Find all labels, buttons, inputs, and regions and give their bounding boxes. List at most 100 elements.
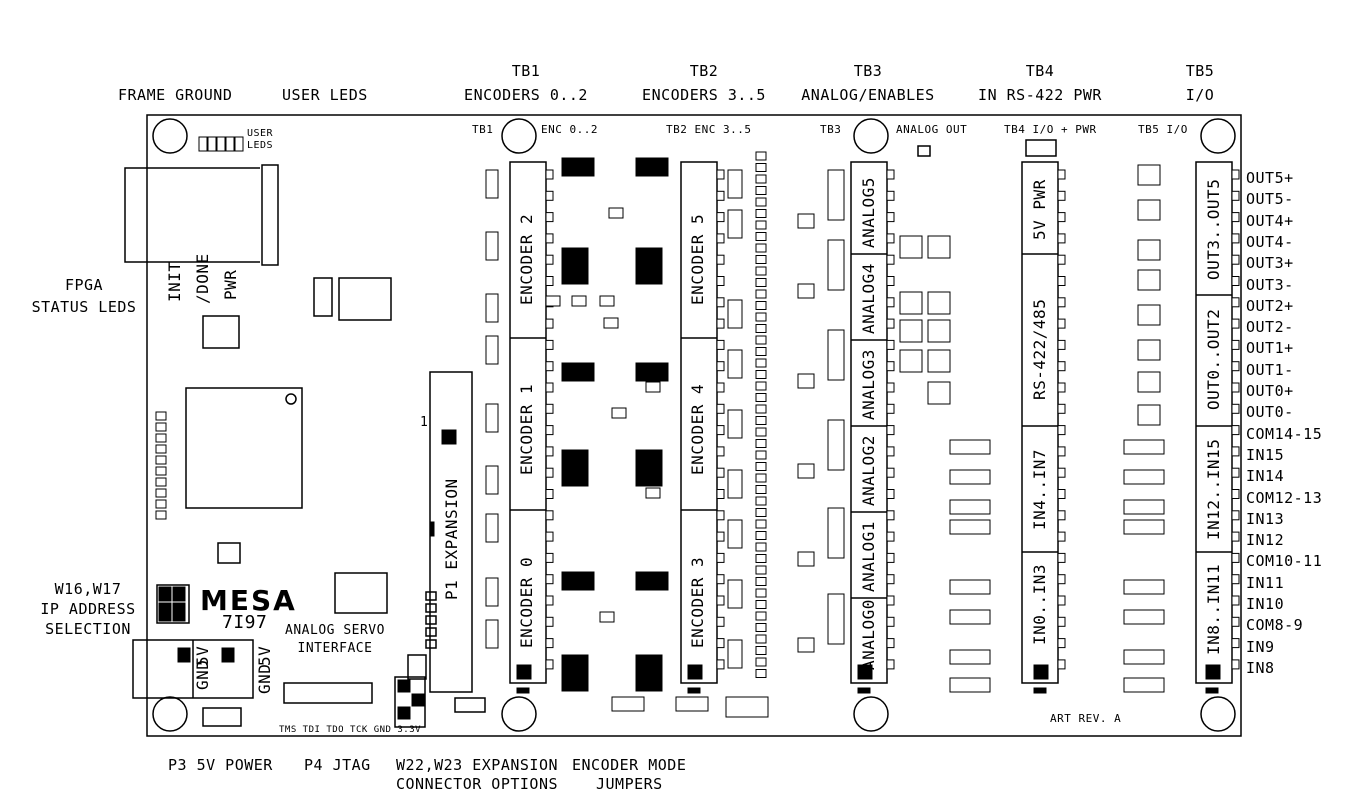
- component: [927, 291, 951, 315]
- component: [755, 393, 767, 402]
- w22-label-2: CONNECTOR OPTIONS: [396, 775, 559, 793]
- tb4-top-desc: IN RS-422 PWR: [978, 86, 1102, 104]
- component: [755, 623, 767, 632]
- terminal-pin: [1231, 276, 1240, 286]
- terminal-pin: [1057, 169, 1066, 180]
- component: [727, 209, 743, 239]
- tb5-pin-label: OUT3+: [1246, 254, 1294, 273]
- component: [1123, 439, 1165, 455]
- terminal-pin: [1057, 510, 1066, 521]
- terminal-pin: [716, 190, 725, 201]
- tb5-in8-in11-label: IN8..IN11: [1204, 563, 1223, 655]
- component: [1123, 519, 1165, 535]
- board-model: 7I97: [222, 612, 268, 633]
- tb5-out3-out5-label: OUT3..OUT5: [1204, 178, 1223, 280]
- silk-done: /DONE: [193, 253, 212, 304]
- terminal-pin: [886, 254, 895, 265]
- component: [599, 611, 615, 623]
- component: [755, 381, 767, 391]
- component: [827, 507, 845, 559]
- mounting-hole: [1200, 118, 1236, 154]
- terminal-pin: [1231, 382, 1240, 393]
- analog-5-label: ANALOG5: [859, 177, 878, 248]
- component: [949, 649, 991, 665]
- analog-2-label: ANALOG2: [859, 435, 878, 506]
- tb5-pin-label: COM14-15: [1246, 424, 1323, 443]
- tb3-top-name: TB3: [853, 62, 883, 80]
- component: [755, 485, 767, 494]
- terminal-pin: [716, 339, 725, 350]
- terminal-pin: [545, 254, 554, 265]
- terminal-pin: [716, 276, 725, 286]
- terminal-pin: [886, 467, 895, 478]
- tb5-pin-label: OUT3-: [1246, 275, 1294, 294]
- terminal-pin: [886, 616, 895, 627]
- tb5-terminal-block: [1195, 161, 1233, 684]
- component: [611, 407, 627, 419]
- terminal-pin: [1057, 616, 1066, 627]
- analog-3-label: ANALOG3: [859, 349, 878, 420]
- terminal-pin: [716, 382, 725, 393]
- terminal-pin: [1057, 339, 1066, 350]
- component: [755, 358, 767, 368]
- silk-tb2: TB2 ENC 3..5: [666, 123, 752, 136]
- component: [485, 169, 499, 199]
- frame-ground-label: FRAME GROUND: [118, 86, 233, 104]
- terminal-pin: [545, 425, 554, 436]
- tb5-pin-label: COM10-11: [1246, 552, 1323, 571]
- tb5-pin-label: IN11: [1246, 573, 1285, 592]
- terminal-pin: [716, 233, 725, 244]
- component: [1137, 239, 1161, 261]
- component: [155, 433, 167, 443]
- terminal-pin: [1231, 297, 1240, 308]
- silk-user: USER: [247, 128, 274, 139]
- component: [755, 611, 767, 621]
- terminal-pin: [716, 616, 725, 627]
- terminal-pin: [886, 403, 895, 414]
- tb4-terminal-block: [1021, 161, 1059, 684]
- component: [755, 439, 767, 448]
- terminal-pin: [716, 467, 725, 478]
- component: [725, 696, 769, 718]
- component: [927, 381, 951, 405]
- mounting-hole: [853, 118, 889, 154]
- terminal-pin: [1231, 659, 1240, 670]
- component: [155, 444, 167, 454]
- tb5-pin-label: OUT0-: [1246, 403, 1294, 422]
- encoder-0-label: ENCODER 0: [517, 556, 536, 648]
- tb4-top-name: TB4: [1025, 62, 1055, 80]
- tb5-pin-label: OUT2-: [1246, 318, 1294, 337]
- tb5-pin-label: IN9: [1246, 637, 1275, 656]
- terminal-pin: [545, 276, 554, 286]
- component: [755, 646, 767, 655]
- component: [1123, 649, 1165, 665]
- tb5-pin-label: IN15: [1246, 445, 1285, 464]
- component: [949, 499, 991, 515]
- encoder-4-label: ENCODER 4: [688, 383, 707, 475]
- terminal-pin: [1231, 318, 1240, 329]
- ethernet-jack: [124, 167, 260, 263]
- terminal-pin: [716, 659, 725, 670]
- component: [755, 416, 767, 425]
- component: [755, 634, 767, 644]
- component: [755, 508, 767, 517]
- tb1-top-name: TB1: [511, 62, 541, 80]
- terminal-pin: [886, 297, 895, 308]
- component: [797, 463, 815, 479]
- component: [1123, 677, 1165, 693]
- terminal-pin: [1057, 446, 1066, 457]
- tb4-rs422-label: RS-422/485: [1030, 298, 1049, 400]
- terminal-pin: [886, 531, 895, 542]
- terminal-pin: [886, 510, 895, 521]
- encoder-2-label: ENCODER 2: [517, 213, 536, 305]
- terminal-pin: [1057, 467, 1066, 478]
- terminal-pin: [716, 446, 725, 457]
- terminal-pin: [545, 467, 554, 478]
- component: [927, 349, 951, 373]
- tb3-top-desc: ANALOG/ENABLES: [801, 86, 935, 104]
- analog-4-label: ANALOG4: [859, 263, 878, 334]
- tb3-terminal-block: [850, 161, 888, 684]
- component: [1137, 339, 1161, 361]
- terminal-pin: [886, 169, 895, 180]
- component: [755, 669, 767, 678]
